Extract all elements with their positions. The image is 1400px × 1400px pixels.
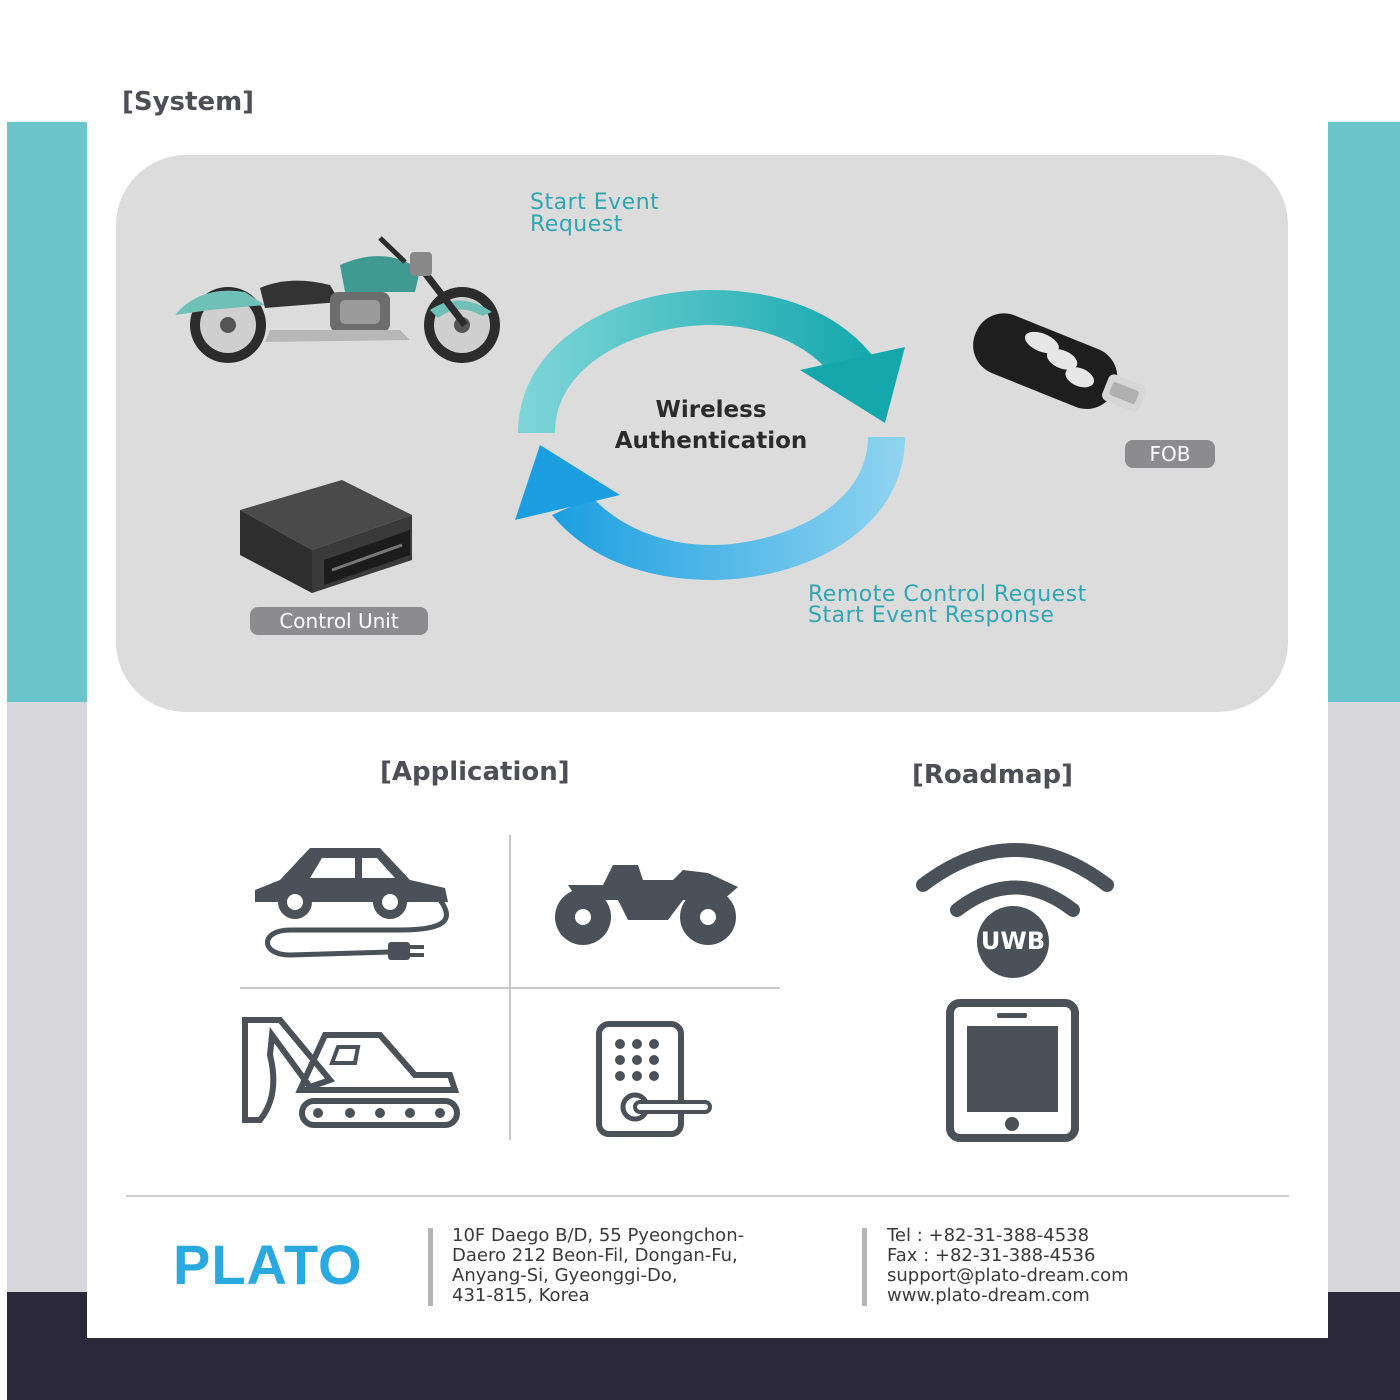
start-event-response-line: Start Event Response: [808, 603, 1055, 628]
smartphone-icon: [946, 999, 1079, 1142]
atv-icon: [555, 865, 738, 945]
uwb-label: UWB: [980, 927, 1046, 955]
footer-separator-2: [862, 1228, 867, 1306]
decor-teal-left: [7, 122, 87, 702]
decor-gray-left: [7, 702, 87, 1292]
decor-gray-right: [1328, 702, 1400, 1292]
motorcycle-icon: [175, 236, 500, 363]
start-event-request-line2: Request: [530, 212, 623, 237]
uwb-wireless-icon: [916, 843, 1114, 978]
excavator-icon: [242, 1017, 460, 1128]
address-line: 10F Daego B/D, 55 Pyeongchon-: [452, 1225, 745, 1246]
website-link[interactable]: www.plato-dream.com: [887, 1285, 1090, 1306]
plato-logo: PLATO: [173, 1233, 363, 1296]
center-label-line1: Wireless: [655, 397, 767, 423]
roadmap-heading: [Roadmap]: [912, 760, 1074, 790]
footer-separator-1: [428, 1228, 433, 1306]
email-link[interactable]: support@plato-dream.com: [887, 1265, 1129, 1286]
footer-address: 10F Daego B/D, 55 Pyeongchon- Daero 212 …: [452, 1226, 744, 1306]
application-heading: [Application]: [380, 757, 570, 787]
address-line: Daero 212 Beon-Fil, Dongan-Fu,: [452, 1245, 738, 1266]
control-unit-label: Control Unit: [250, 607, 428, 635]
tel-text: Tel : +82-31-388-4538: [887, 1225, 1090, 1246]
footer-contact: Tel : +82-31-388-4538 Fax : +82-31-388-4…: [887, 1226, 1129, 1306]
control-unit-icon: [240, 480, 412, 593]
fob-key-icon: [973, 313, 1147, 412]
fob-label: FOB: [1125, 440, 1215, 468]
electric-car-icon: [255, 848, 449, 960]
address-line: Anyang-Si, Gyeonggi-Do,: [452, 1265, 678, 1286]
application-grid-horizontal: [240, 987, 780, 989]
center-label-line2: Authentication: [614, 428, 808, 454]
remote-control-request-line: Remote Control Request: [808, 582, 1087, 607]
address-line: 431-815, Korea: [452, 1285, 590, 1306]
wireless-cycle-arrows: [515, 290, 905, 580]
footer-divider: [126, 1195, 1289, 1197]
wireless-authentication-label: Wireless Authentication: [580, 395, 842, 457]
digital-door-lock-icon: [596, 1021, 712, 1137]
fax-text: Fax : +82-31-388-4536: [887, 1245, 1096, 1266]
decor-teal-right: [1328, 122, 1400, 702]
start-event-request-line1: Start Event: [530, 190, 660, 215]
system-heading: [System]: [122, 87, 255, 117]
